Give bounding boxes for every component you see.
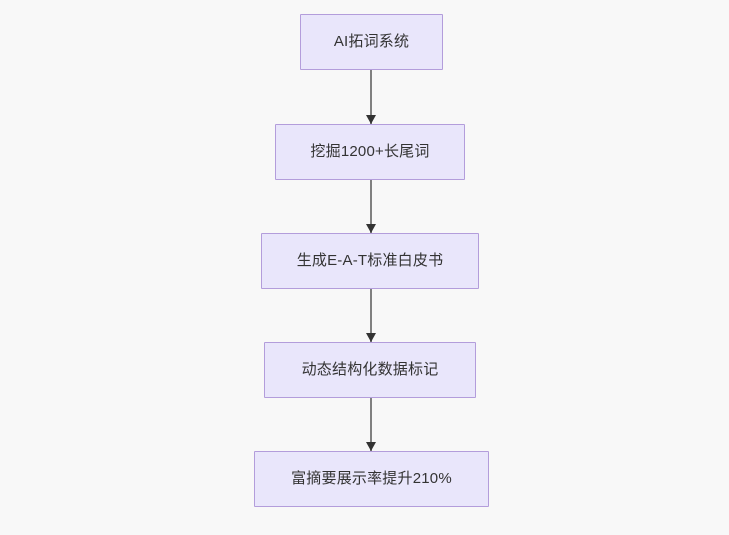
flowchart-node-generate-eat-whitepaper[interactable]: 生成E-A-T标准白皮书: [261, 233, 479, 289]
edge-n3-n4: [366, 289, 376, 342]
flowchart-node-rich-snippet-impression-lift[interactable]: 富摘要展示率提升210%: [254, 451, 489, 507]
node-label: 富摘要展示率提升210%: [291, 470, 452, 487]
edge-line: [370, 180, 372, 233]
flowchart-node-mine-longtail-keywords[interactable]: 挖掘1200+长尾词: [275, 124, 465, 180]
edge-n1-n2: [366, 70, 376, 124]
arrowhead-icon: [366, 224, 376, 233]
node-label: 生成E-A-T标准白皮书: [296, 252, 444, 269]
node-label: 挖掘1200+长尾词: [310, 143, 430, 160]
arrowhead-icon: [366, 442, 376, 451]
arrowhead-icon: [366, 115, 376, 124]
edge-line: [370, 398, 372, 451]
flowchart-node-ai-keyword-system[interactable]: AI拓词系统: [300, 14, 443, 70]
edge-line: [370, 289, 372, 342]
edge-n4-n5: [366, 398, 376, 451]
arrowhead-icon: [366, 333, 376, 342]
edge-n2-n3: [366, 180, 376, 233]
flowchart-node-dynamic-structured-data-markup[interactable]: 动态结构化数据标记: [264, 342, 476, 398]
node-label: 动态结构化数据标记: [301, 361, 439, 378]
edge-line: [370, 70, 372, 124]
node-label: AI拓词系统: [333, 33, 410, 50]
